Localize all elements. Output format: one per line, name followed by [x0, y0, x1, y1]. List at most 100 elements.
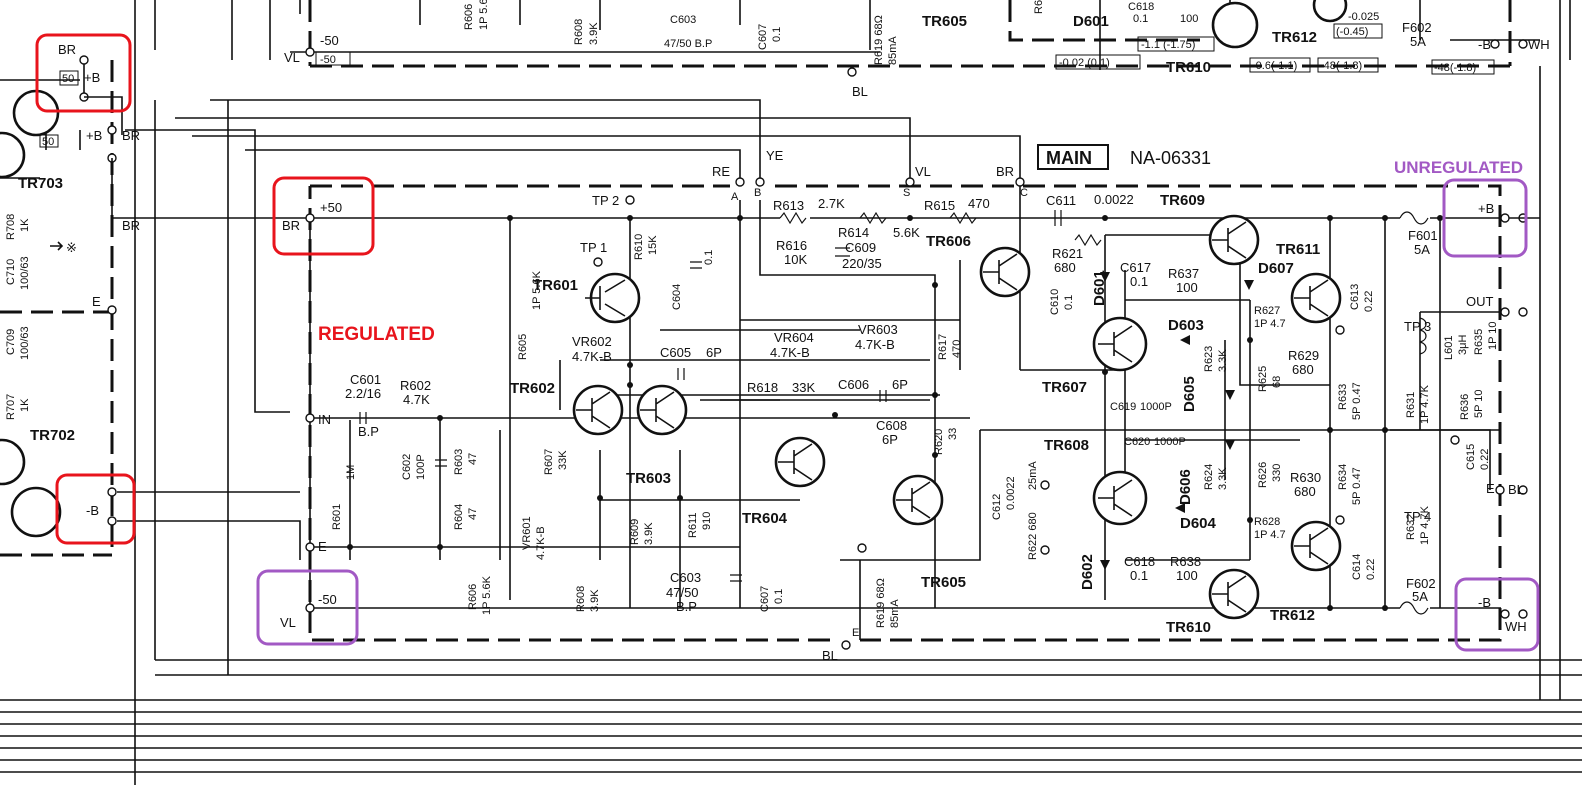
left-e-label: E [92, 294, 101, 309]
top-f602-val: 5A [1410, 34, 1426, 49]
r601-val: 1M [345, 465, 357, 480]
r628-val: 1P 4.7 [1254, 529, 1286, 541]
d603-label: D603 [1168, 317, 1204, 334]
top-r619-val: 85mA [887, 36, 899, 65]
c612-label: C612 [991, 494, 1003, 520]
r625-val: 68 [1271, 376, 1283, 388]
c611-label: C611 [1046, 193, 1076, 208]
d602-label: D602 [1079, 554, 1096, 590]
main-wires [309, 186, 1540, 640]
top-r608-val: 3.9K [588, 22, 600, 45]
top-wh: WH [1528, 37, 1550, 52]
c614-label: C614 [1351, 554, 1363, 580]
c607-val: 0.1 [773, 589, 785, 604]
top-r606-val: 1P 5.6K [478, 0, 490, 30]
r627-label: R627 [1254, 305, 1280, 317]
f601-label: F601 [1408, 228, 1438, 243]
c617-val: 0.1 [1130, 274, 1148, 289]
highlight-pos-unreg [1442, 178, 1528, 258]
tr609-symbol [1208, 214, 1260, 266]
component-symbols [347, 195, 1460, 615]
c606-val: 6P [892, 377, 908, 392]
r631-label: R631 [1405, 392, 1417, 418]
left-br-label-2: BR [122, 128, 140, 143]
tr610-label: TR610 [1166, 619, 1211, 636]
wire-br: BR [996, 164, 1014, 179]
tr605-symbol [892, 474, 944, 526]
rail-pos-unreg: +B [1478, 201, 1494, 216]
tr606-label: TR606 [926, 233, 971, 250]
r625-label: R625 [1257, 366, 1269, 392]
tp2-label: TP 2 [592, 193, 619, 208]
left-bplus-label-2: +B [86, 128, 102, 143]
top-strip: VL -50 -50 BL TR605 TR610 TR612 -0.02 (0… [154, 0, 1571, 99]
left-val50-box: 50 [42, 136, 54, 148]
rail-out: OUT [1466, 294, 1494, 309]
left-val50-inner: 50 [62, 73, 74, 85]
r607-val: 33K [557, 450, 569, 470]
r613-val: 2.7K [818, 196, 845, 211]
rail-neg-unreg-wire: WH [1505, 619, 1527, 634]
top-r608: R608 [573, 19, 585, 45]
tr612-symbol [1290, 520, 1342, 572]
vr601-val: 4.7K-B [535, 526, 547, 560]
left-c710: C710 [5, 259, 17, 285]
c608-val: 6P [882, 432, 898, 447]
r623-val: 3.3K [1217, 349, 1229, 372]
r637-label: R637 [1168, 266, 1199, 281]
r628-label: R628 [1254, 516, 1280, 528]
top-r638-val: 100 [1180, 13, 1198, 25]
highlight-pos50 [272, 176, 375, 256]
r632-label: R632 [1405, 514, 1417, 540]
c604-val: 0.1 [703, 250, 715, 265]
r622-label: R622 680 [1027, 512, 1039, 560]
vr603-label: VR603 [858, 322, 898, 337]
c607-label: C607 [759, 586, 771, 612]
left-c709-val: 100/63 [19, 326, 31, 360]
c618-label: C618 [1124, 554, 1155, 569]
left-module: 50 50 BR +B +B BR BR TR703 R708 1K C710 … [0, 42, 310, 560]
r619-label: R619 68Ω [875, 578, 887, 628]
r629-val: 680 [1292, 362, 1314, 377]
r602-label: R602 [400, 378, 431, 393]
vr601-label: VR601 [521, 516, 533, 550]
left-r708-val: 1K [19, 218, 31, 232]
r620-val: 33 [947, 428, 959, 440]
l601-val: 3μH [1457, 335, 1469, 355]
c615-label: C615 [1465, 444, 1477, 470]
highlight-neg-unreg [1454, 577, 1540, 652]
top-c607-val: 0.1 [771, 27, 783, 42]
r608-label: R608 [575, 586, 587, 612]
d607-label: D607 [1258, 260, 1294, 277]
highlight-neg50 [256, 569, 359, 646]
wire-vl: VL [915, 164, 931, 179]
r614-val: 5.6K [893, 225, 920, 240]
r616-label: R616 [776, 238, 807, 253]
r624-val: 3.3K [1217, 467, 1229, 490]
tr609-label: TR609 [1160, 192, 1205, 209]
left-c710-val: 100/63 [19, 256, 31, 290]
tp4-label: TP 4 [1404, 509, 1431, 524]
top-voltage-5: -48(-1.8) [1434, 62, 1476, 74]
r635-val: 1P 10 [1487, 321, 1499, 350]
main-board: MAIN NA-06331 YE RE VL BR A B S C [308, 144, 1502, 642]
c620-val: 1000P [1154, 436, 1186, 448]
r638-label: R638 [1170, 554, 1201, 569]
top-bl-label: BL [852, 84, 868, 99]
left-bplus-label: +B [84, 70, 100, 85]
top-vl-label: VL [284, 50, 300, 65]
r621-label: R621 [1052, 246, 1083, 261]
tr610-symbol [1208, 568, 1260, 620]
c603-val: 47/50 [666, 585, 699, 600]
r601-label: R601 [331, 504, 343, 530]
highlight-annotations: REGULATED UNREGULATED [35, 33, 1540, 652]
r636-val: 5P 10 [1473, 389, 1485, 418]
c602-val: 100P [415, 454, 427, 480]
top-voltage-4: -48(-1.8) [1320, 60, 1362, 72]
tp1-label: TP 1 [580, 240, 607, 255]
left-br-label: BR [58, 42, 76, 57]
top-voltage-2: -1.1 (-1.75) [1141, 39, 1195, 51]
tr605-label: TR605 [921, 574, 966, 591]
pin-s: S [903, 187, 910, 199]
c613-label: C613 [1349, 284, 1361, 310]
